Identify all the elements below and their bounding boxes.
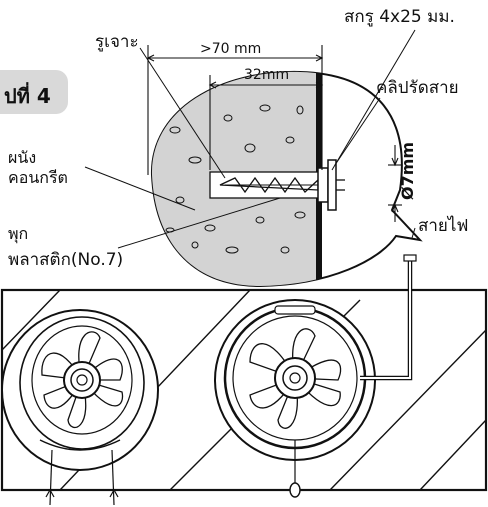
fan-right — [214, 299, 376, 498]
cable-label: สายไฟ — [418, 216, 469, 236]
screw-label: สกรู 4x25 มม. — [344, 7, 455, 27]
wall-label-line1: ผนัง — [8, 148, 37, 167]
wall-label-line2: คอนกรีต — [8, 168, 68, 187]
drill-hole-label: รูเจาะ — [95, 32, 139, 52]
plug-label-line2: พลาสติก(No.7) — [8, 250, 124, 270]
power-cable — [360, 254, 417, 381]
figure-badge: ปที่ 4 — [0, 70, 68, 114]
inner-dimension-label: 32mm — [244, 67, 290, 83]
plug-label-line1: พุก — [8, 224, 29, 243]
screw — [219, 159, 345, 211]
leader-lines — [84, 29, 416, 249]
fan-left — [1, 309, 159, 506]
cable-clip-label: คลิปรัดสาย — [376, 78, 459, 98]
diameter-label: Ø7mm — [398, 141, 417, 200]
outer-dimension-label: >70 mm — [200, 41, 262, 57]
figure-label: ปที่ 4 — [4, 84, 51, 108]
